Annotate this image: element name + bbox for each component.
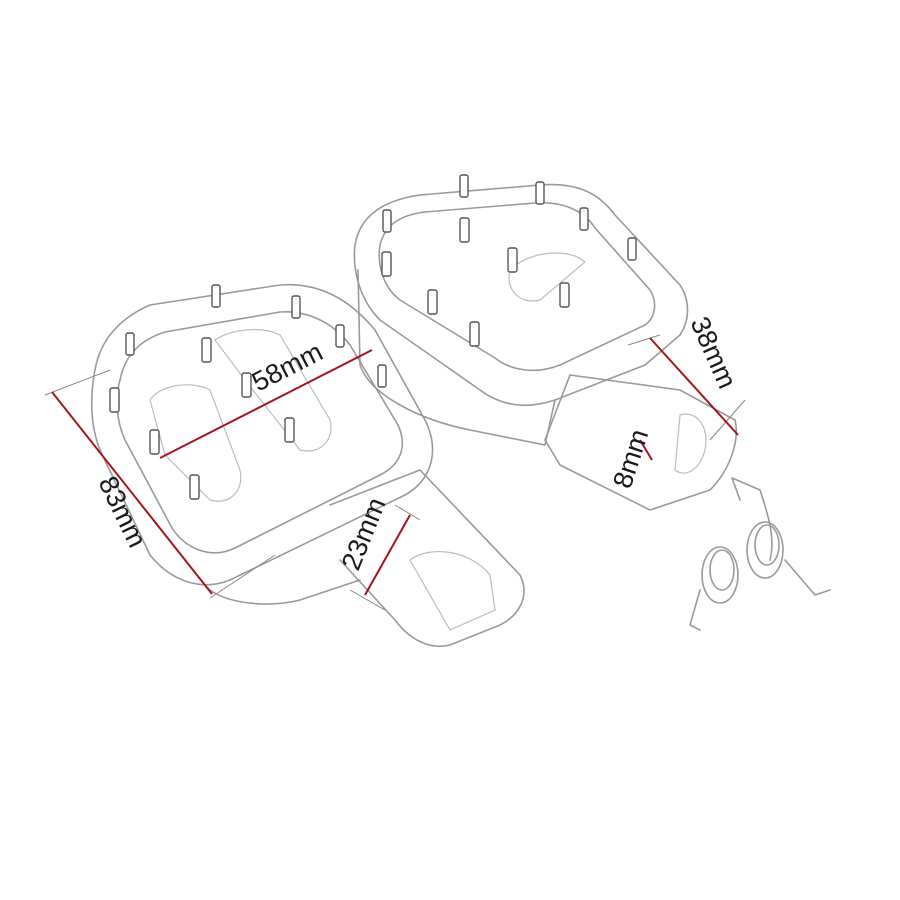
left-peg-studs bbox=[109, 284, 387, 500]
dimension-58mm: 58mm bbox=[159, 337, 373, 459]
left-foot-peg bbox=[90, 283, 525, 647]
return-springs bbox=[689, 477, 831, 631]
right-peg-studs bbox=[381, 174, 637, 347]
dimension-label-83mm: 83mm bbox=[93, 471, 153, 552]
dimension-38mm: 38mm bbox=[627, 312, 746, 441]
dimension-label-38mm: 38mm bbox=[685, 312, 743, 393]
right-foot-peg bbox=[353, 174, 737, 511]
dimension-label-58mm: 58mm bbox=[247, 337, 327, 398]
dimension-8mm: 8mm bbox=[607, 426, 654, 492]
dimension-23mm: 23mm bbox=[336, 493, 421, 611]
dimension-label-8mm: 8mm bbox=[607, 426, 654, 492]
